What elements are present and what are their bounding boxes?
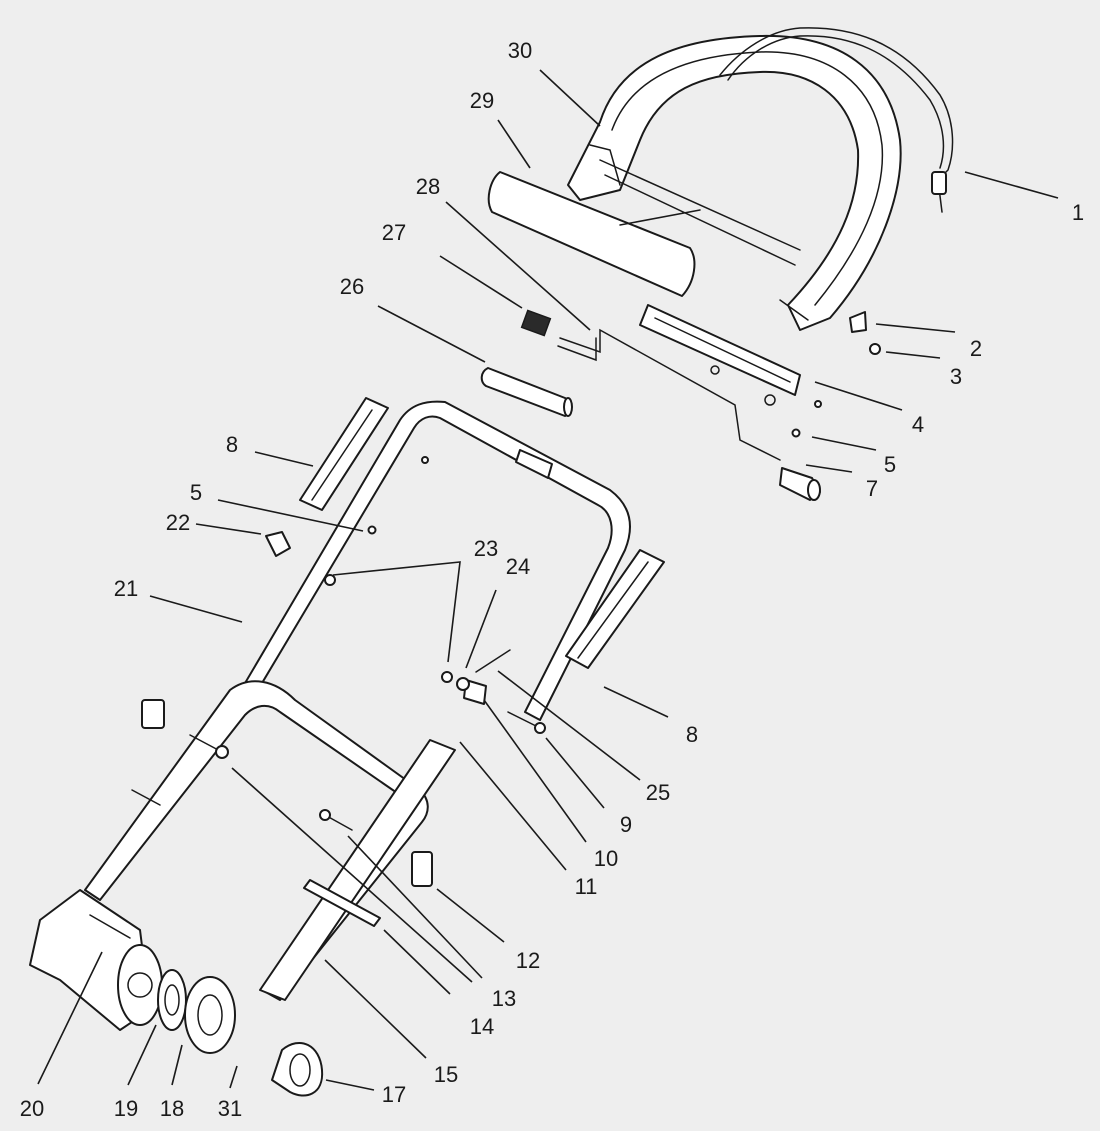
part-17-wheel-cap xyxy=(271,1041,324,1097)
part-18-gear xyxy=(157,969,187,1031)
callout-21: 21 xyxy=(114,576,138,601)
callout-23: 23 xyxy=(474,536,498,561)
part-9-bolt xyxy=(507,711,546,734)
callout-20: 20 xyxy=(20,1096,44,1121)
callout-22: 22 xyxy=(166,510,190,535)
part-26-grip-tube xyxy=(480,367,573,417)
callout-15: 15 xyxy=(434,1062,458,1087)
callout-10: 10 xyxy=(594,846,618,871)
part-1-control-bail xyxy=(719,27,954,213)
part-14-crossbar xyxy=(303,879,381,927)
callout-5-lower: 5 xyxy=(190,480,202,505)
part-mid-handle-frame xyxy=(227,400,631,721)
callout-26: 26 xyxy=(340,274,364,299)
part-5-screw-lower xyxy=(367,456,429,535)
callout-18: 18 xyxy=(160,1096,184,1121)
callout-27: 27 xyxy=(382,220,406,245)
callout-31: 31 xyxy=(218,1096,242,1121)
callout-2: 2 xyxy=(970,336,982,361)
part-25-pin xyxy=(475,649,511,673)
callout-24: 24 xyxy=(506,554,530,579)
callout-17: 17 xyxy=(382,1082,406,1107)
part-8-grip-right xyxy=(565,549,665,669)
callout-13: 13 xyxy=(492,986,516,1011)
callout-14: 14 xyxy=(470,1014,494,1039)
callout-11: 11 xyxy=(575,874,598,899)
part-side-clip xyxy=(141,699,165,729)
callout-4: 4 xyxy=(912,412,924,437)
part-12-block xyxy=(411,851,433,887)
part-5-screw-upper xyxy=(791,400,822,438)
callout-7: 7 xyxy=(866,476,878,501)
callout-29: 29 xyxy=(470,88,494,113)
callout-25: 25 xyxy=(646,780,670,805)
part-24-washer xyxy=(456,677,470,691)
part-29-handle-cover xyxy=(487,171,701,297)
leader-lines xyxy=(37,69,1059,1091)
callout-labels: 1 2 3 4 5 7 8 5 22 23 24 21 8 25 9 10 11… xyxy=(20,38,1084,1121)
part-19-wheel-hub xyxy=(117,944,163,1026)
callout-28: 28 xyxy=(416,174,440,199)
part-27-switch xyxy=(520,309,552,337)
callout-8-left: 8 xyxy=(226,432,238,457)
part-8-grip-left xyxy=(299,397,389,511)
callout-1: 1 xyxy=(1072,200,1084,225)
callout-5-upper: 5 xyxy=(884,452,896,477)
part-2-clip xyxy=(849,311,867,333)
callout-12: 12 xyxy=(516,948,540,973)
part-13-bolt xyxy=(189,734,353,831)
part-30-upper-handle xyxy=(567,34,902,331)
part-23-nut xyxy=(324,574,453,683)
part-28-control-rod xyxy=(557,328,781,461)
part-7-cable-fitting xyxy=(779,467,821,501)
callout-3: 3 xyxy=(950,364,962,389)
callout-30: 30 xyxy=(508,38,532,63)
callout-8-right: 8 xyxy=(686,722,698,747)
part-15-lower-tube xyxy=(259,739,456,1001)
callout-19: 19 xyxy=(114,1096,138,1121)
callout-9: 9 xyxy=(620,812,632,837)
part-4-bracket xyxy=(639,304,801,406)
part-31-gear-housing xyxy=(184,976,236,1054)
part-22-clip xyxy=(265,531,291,557)
part-3-nut xyxy=(869,343,881,355)
